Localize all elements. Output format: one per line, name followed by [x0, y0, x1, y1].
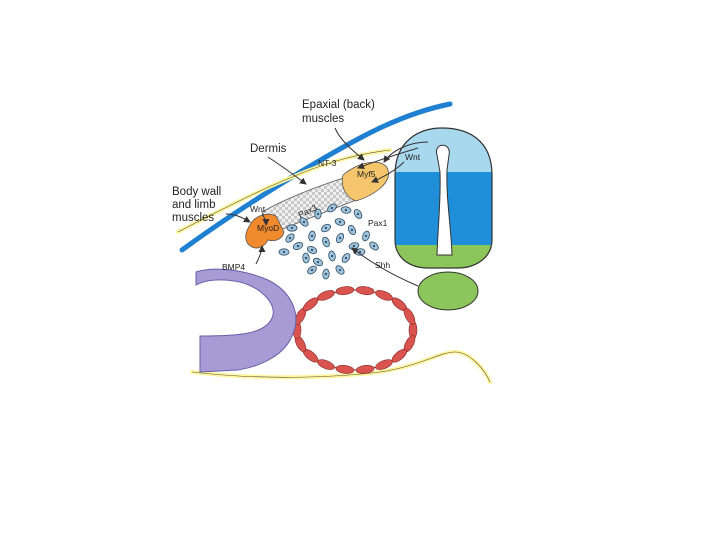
wnt-left-label: Wnt: [250, 204, 266, 214]
sclerotome-cell-nucleus: [339, 221, 341, 223]
epaxial-label: Epaxial (back) muscles: [302, 99, 378, 125]
sclerotome-cell-nucleus: [339, 269, 341, 271]
notochord: [418, 272, 478, 310]
sclerotome-cell-nucleus: [351, 229, 353, 231]
sclerotome-cell-nucleus: [311, 235, 313, 237]
wnt-top-label: Wnt: [405, 152, 421, 162]
aorta-bead: [356, 286, 375, 296]
dermis-label: Dermis: [250, 143, 287, 155]
sclerotome-cell-nucleus: [345, 209, 347, 211]
sclerotome-cell-nucleus: [325, 227, 327, 229]
aorta-bead: [316, 288, 336, 302]
sclerotome-cell-nucleus: [303, 221, 305, 223]
sclerotome-cell-nucleus: [345, 257, 347, 259]
sclerotome-cell-nucleus: [359, 251, 361, 253]
body-wall-label: Body wall and limb muscles: [172, 186, 224, 224]
aorta-bead: [335, 286, 354, 296]
sclerotome-cell-nucleus: [283, 251, 285, 253]
sclerotome-cell-nucleus: [289, 237, 291, 239]
bmp4-label: BMP4: [222, 262, 245, 272]
sclerotome-cell-nucleus: [331, 255, 333, 257]
aorta-bead: [335, 364, 354, 374]
sclerotome-cell-nucleus: [325, 273, 327, 275]
lateral-plate-mesoderm: [196, 269, 296, 372]
aorta-bead: [402, 306, 417, 326]
sclerotome-cell-nucleus: [317, 213, 319, 215]
nt3-label: NT-3: [318, 158, 337, 168]
sclerotome-cell-nucleus: [291, 227, 293, 229]
myf5-label: Myf5: [357, 169, 376, 179]
myod-label: MyoD: [257, 223, 279, 233]
aorta-bead: [374, 288, 394, 302]
dorsal-aorta: [293, 286, 417, 375]
sclerotome-cell-nucleus: [311, 269, 313, 271]
aorta-bead: [316, 358, 336, 372]
sclerotome-cell-nucleus: [373, 245, 375, 247]
sclerotome-cell-nucleus: [317, 261, 319, 263]
sclerotome-cell-nucleus: [297, 245, 299, 247]
sclerotome-cell-nucleus: [339, 237, 341, 239]
neural-tube: [390, 125, 500, 275]
sclerotome-cell-nucleus: [311, 249, 313, 251]
sclerotome-cell-nucleus: [331, 207, 333, 209]
sclerotome-cell-nucleus: [353, 245, 355, 247]
sclerotome-cell-nucleus: [357, 213, 359, 215]
pax1-label: Pax1: [368, 218, 388, 228]
sclerotome-cell-nucleus: [365, 235, 367, 237]
sclerotome-cell-nucleus: [305, 257, 307, 259]
bmp4-arrow: [256, 246, 262, 264]
sclerotome-cell-nucleus: [325, 241, 327, 243]
